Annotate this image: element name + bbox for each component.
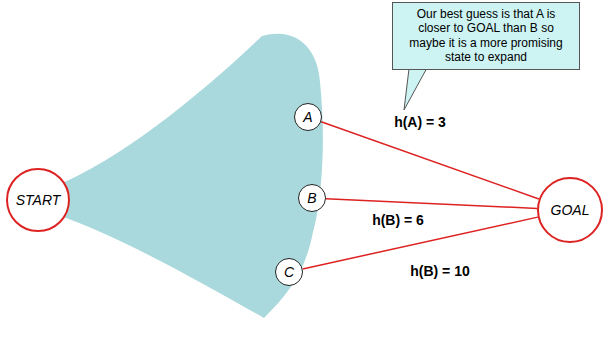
heuristic-label: h(B) = 6	[370, 212, 426, 228]
start-circle: START	[6, 168, 70, 232]
explored-region	[55, 34, 323, 318]
heuristic-line	[321, 122, 539, 199]
state-name: A	[303, 109, 312, 125]
state-name: B	[307, 190, 316, 206]
callout-box: Our best guess is that A is closer to GO…	[392, 2, 580, 70]
state-circle: A	[294, 103, 322, 131]
state-circle: C	[275, 258, 303, 286]
heuristic-label: h(B) = 10	[408, 263, 472, 279]
heuristic-label: h(A) = 3	[392, 114, 448, 130]
heuristic-line	[326, 199, 537, 209]
goal-circle: GOAL	[537, 177, 603, 243]
state-name: GOAL	[551, 202, 590, 218]
state-circle: B	[298, 184, 326, 212]
callout-text: Our best guess is that A is closer to GO…	[399, 7, 573, 65]
state-name: C	[284, 264, 294, 280]
state-name: START	[16, 192, 61, 208]
